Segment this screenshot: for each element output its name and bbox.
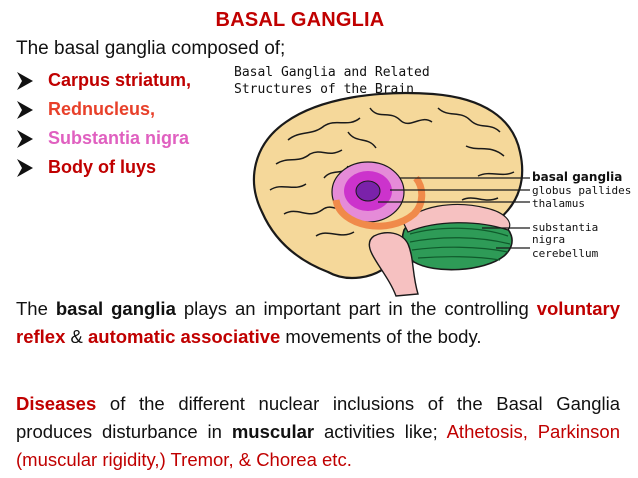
bullet-item: Body of luys bbox=[16, 153, 191, 182]
bullet-text: Substantia nigra bbox=[48, 128, 190, 148]
bullet-text: Body of luys bbox=[48, 157, 157, 177]
bullet-text: Rednucleus, bbox=[48, 99, 156, 119]
text-run: plays an important part in the controlli… bbox=[175, 298, 537, 319]
text-run: The bbox=[16, 298, 56, 319]
text-run-highlight: Diseases bbox=[16, 393, 97, 414]
slide-title: BASAL GANGLIA bbox=[215, 9, 385, 31]
label-leader-lines bbox=[378, 177, 530, 249]
text-run-bold: basal ganglia bbox=[55, 298, 176, 319]
brain-illustration: Basal Ganglia and Related Structures of … bbox=[234, 65, 631, 297]
bullet-item: Carpus striatum, bbox=[16, 66, 191, 95]
text-run: activities like; bbox=[314, 421, 447, 442]
text-run: of the different nuclear inclusions of t… bbox=[16, 393, 620, 442]
text-run-bold: muscular bbox=[231, 421, 315, 442]
bullet-arrow-icon bbox=[17, 71, 33, 90]
label-globus-pallides: globus pallides bbox=[532, 184, 631, 197]
substantia-nigra bbox=[403, 203, 511, 233]
bullet-item: Substantia nigra bbox=[16, 124, 191, 153]
bullet-item: Rednucleus, bbox=[16, 95, 191, 124]
thalamus-region bbox=[355, 180, 381, 202]
intro-text: The basal ganglia composed of; bbox=[16, 38, 286, 59]
text-run-highlight: automatic associative bbox=[88, 326, 281, 347]
bullet-arrow-icon bbox=[17, 100, 33, 119]
text-run: movements of the body. bbox=[280, 326, 482, 347]
text-run-highlight: voluntary reflex bbox=[16, 298, 620, 347]
label-substantia: substantia bbox=[532, 221, 598, 234]
bullet-arrow-icon bbox=[17, 129, 33, 148]
brainstem bbox=[368, 232, 419, 297]
label-basal-ganglia: basal ganglia bbox=[532, 170, 622, 184]
bullet-arrow-icon bbox=[17, 158, 33, 177]
paragraph-diseases: Diseases of the different nuclear inclus… bbox=[16, 390, 620, 474]
cerebellum-folia bbox=[409, 227, 511, 261]
label-thalamus: thalamus bbox=[532, 197, 585, 210]
label-nigra: nigra bbox=[532, 233, 565, 246]
figure-title-line1: Basal Ganglia and Related bbox=[234, 65, 430, 80]
text-run: & bbox=[65, 326, 88, 347]
figure-title-line2: Structures of the Brain bbox=[234, 82, 414, 97]
paragraph-function: The basal ganglia plays an important par… bbox=[16, 295, 620, 351]
label-cerebellum: cerebellum bbox=[532, 247, 599, 260]
text-run-highlight: Athetosis, Parkinson (muscular rigidity,… bbox=[16, 421, 620, 470]
bullet-list: Carpus striatum, Rednucleus, Substantia … bbox=[16, 66, 191, 182]
bullet-text: Carpus striatum, bbox=[48, 70, 192, 90]
